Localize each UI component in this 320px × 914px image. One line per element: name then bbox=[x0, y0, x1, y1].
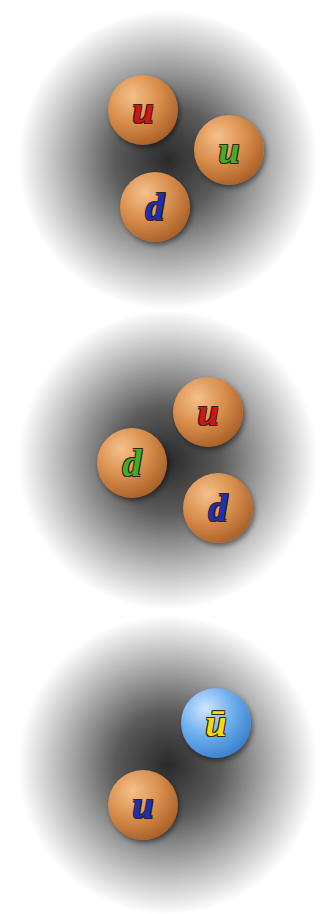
neutron-cloud bbox=[18, 310, 318, 610]
pion-cloud bbox=[18, 615, 318, 914]
quark-label: u bbox=[132, 91, 153, 129]
quark-ball: u bbox=[108, 770, 178, 840]
quark-label: u bbox=[132, 786, 153, 824]
quark-ball: d bbox=[97, 428, 167, 498]
quark-ball: ū bbox=[181, 688, 251, 758]
quark-ball: d bbox=[120, 172, 190, 242]
quark-label: d bbox=[146, 188, 165, 226]
quark-ball: u bbox=[108, 75, 178, 145]
quark-label: ū bbox=[205, 704, 226, 742]
quark-label: d bbox=[123, 444, 142, 482]
quark-label: u bbox=[218, 131, 239, 169]
quark-ball: u bbox=[194, 115, 264, 185]
quark-label: u bbox=[197, 393, 218, 431]
quark-ball: u bbox=[173, 377, 243, 447]
quark-label: d bbox=[209, 489, 228, 527]
quark-ball: d bbox=[183, 473, 253, 543]
proton-cloud bbox=[18, 10, 318, 310]
